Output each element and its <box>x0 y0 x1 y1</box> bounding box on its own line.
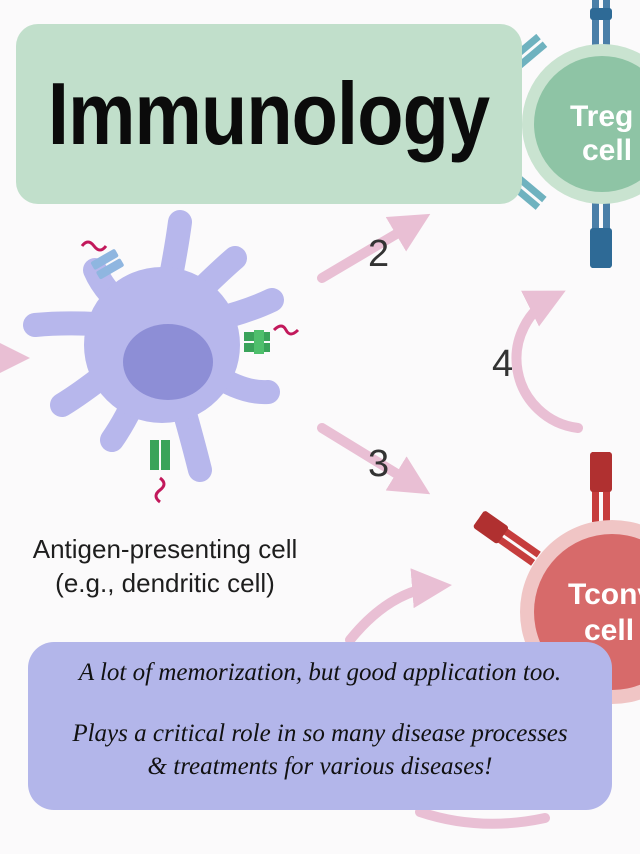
note-line-1: A lot of memorization, but good applicat… <box>78 659 562 686</box>
dendritic-cell <box>23 210 300 504</box>
arrow-bottom <box>415 807 550 829</box>
apc-label-line1: Antigen-presenting cell <box>32 534 298 564</box>
arrow-4-loop <box>511 290 583 433</box>
arrow-tconv-loop <box>345 568 452 645</box>
apc-label: Antigen-presenting cell (e.g., dendritic… <box>0 532 330 600</box>
treg-label-line2: cell <box>582 134 632 167</box>
note-line-3: & treatments for various diseases! <box>147 753 493 780</box>
treg-label-line1: Treg <box>570 100 633 133</box>
arrows <box>0 213 583 829</box>
arrow-3 <box>317 423 431 495</box>
tconv-label-line2: cell <box>584 614 634 647</box>
note-line-2: Plays a critical role in so many disease… <box>72 720 568 747</box>
tconv-label-line1: Tconv <box>568 578 640 611</box>
title-banner: Immunology <box>16 24 522 204</box>
page-title: Immunology <box>48 64 490 163</box>
arrow-label-4: 4 <box>492 343 513 385</box>
arrow-2 <box>317 213 431 283</box>
note-box: A lot of memorization, but good applicat… <box>28 642 612 810</box>
arrow-label-2: 2 <box>368 233 389 275</box>
arrow-label-3: 3 <box>368 443 389 485</box>
apc-label-line2: (e.g., dendritic cell) <box>55 568 275 598</box>
